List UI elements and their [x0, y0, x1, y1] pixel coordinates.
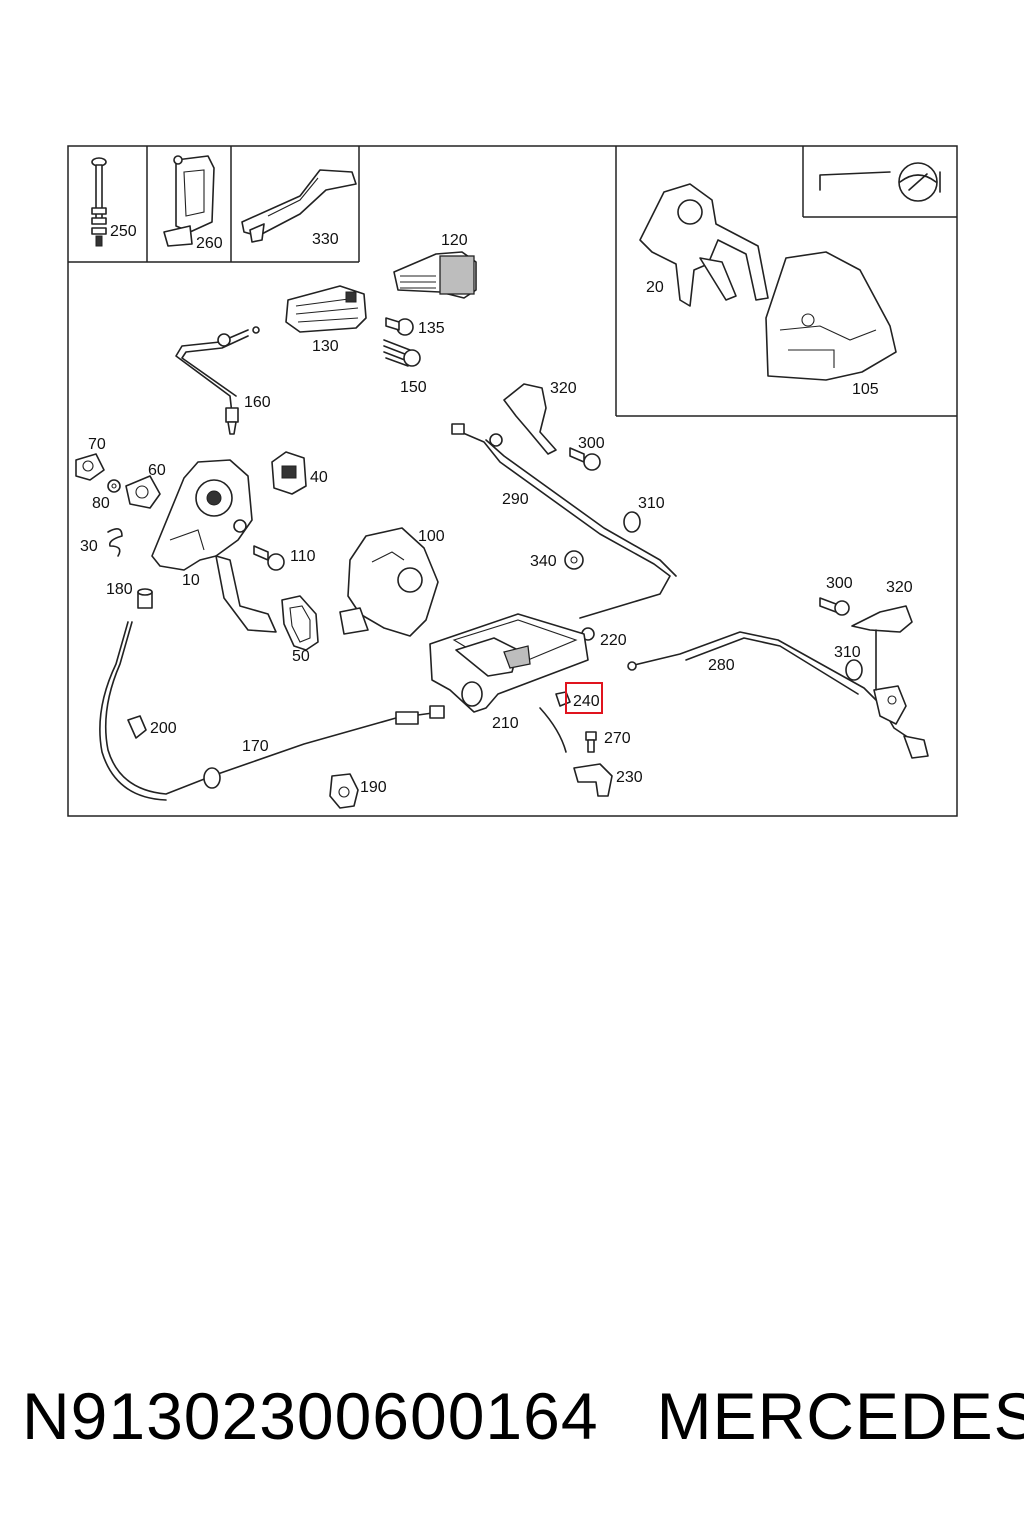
callout-100: 100: [418, 528, 445, 545]
callout-30: 30: [80, 538, 98, 555]
callout-310-right: 310: [834, 644, 861, 661]
callout-200: 200: [150, 720, 177, 737]
callout-180: 180: [106, 581, 133, 598]
callout-170: 170: [242, 738, 269, 755]
callout-80: 80: [92, 495, 110, 512]
part-150-spring-bolt: [383, 339, 421, 367]
callout-240: 240: [573, 693, 600, 710]
part-190-holder: [329, 773, 359, 809]
callout-130: 130: [312, 338, 339, 355]
part-200-clip: [127, 715, 147, 739]
callout-60: 60: [148, 462, 166, 479]
callout-300-top: 300: [578, 435, 605, 452]
part-40-mount: [271, 451, 307, 495]
part-260-bracket: [163, 155, 215, 247]
part-70-clip: [75, 453, 105, 481]
part-300-bolt-top: [569, 447, 601, 471]
callout-10: 10: [182, 572, 200, 589]
callout-310-top: 310: [638, 495, 665, 512]
part-80-washer: [107, 479, 121, 493]
callout-220: 220: [600, 632, 627, 649]
callout-300-right: 300: [826, 575, 853, 592]
callout-320-right: 320: [886, 579, 913, 596]
part-290-cable: [451, 423, 677, 619]
part-100-housing: [339, 527, 439, 637]
part-50-pad: [281, 595, 319, 651]
steering-wheel-icon: [819, 162, 941, 202]
part-10-pedal: [151, 459, 277, 633]
callout-105: 105: [852, 381, 879, 398]
part-160-rod: [175, 326, 260, 435]
callout-260: 260: [196, 235, 223, 252]
callout-150: 150: [400, 379, 427, 396]
callout-70: 70: [88, 436, 106, 453]
part-320-bracket-right: [851, 605, 913, 691]
part-135-screw: [385, 317, 414, 336]
part-number: N91302300600164: [22, 1379, 599, 1453]
part-180-cap: [137, 588, 153, 609]
part-130-switch: [285, 285, 367, 333]
part-60-bushing: [125, 475, 161, 509]
part-270-pin: [585, 731, 597, 753]
part-230-clip: [573, 763, 613, 797]
callout-270: 270: [604, 730, 631, 747]
part-170-cable: [99, 621, 445, 801]
diagram-frames: [67, 145, 958, 817]
callout-190: 190: [360, 779, 387, 796]
part-310-bushing-right: [845, 659, 863, 681]
callout-20: 20: [646, 279, 664, 296]
callout-160: 160: [244, 394, 271, 411]
footer-caption: N91302300600164 MERCEDES: [22, 1378, 1024, 1454]
callout-250: 250: [110, 223, 137, 240]
callout-320-top: 320: [550, 380, 577, 397]
callout-110: 110: [290, 548, 316, 565]
part-300-bolt-right: [819, 597, 850, 616]
callout-290: 290: [502, 491, 529, 508]
callout-340: 340: [530, 553, 557, 570]
callout-40: 40: [310, 469, 328, 486]
callout-labels: 250 260 330 120 130 135 150 160 70 60 80…: [80, 223, 913, 796]
highlight-box-240: [565, 682, 603, 714]
callout-135: 135: [418, 320, 445, 337]
part-310-bushing-top: [623, 511, 641, 533]
callout-120: 120: [441, 232, 468, 249]
part-340-nut: [564, 550, 584, 570]
callout-230: 230: [616, 769, 643, 786]
part-250-bolt: [91, 157, 107, 247]
part-30-spring: [107, 528, 123, 557]
part-280-cable: [627, 631, 929, 759]
part-320-bracket-top: [503, 383, 557, 455]
brand-name: MERCEDES: [656, 1379, 1024, 1453]
part-120-sensor: [393, 251, 477, 299]
part-105-bracket: [765, 251, 897, 381]
callout-50: 50: [292, 648, 310, 665]
callout-330: 330: [312, 231, 339, 248]
callout-210: 210: [492, 715, 519, 732]
part-210-lever-base: [429, 613, 589, 713]
part-20-pedal-assembly: [639, 183, 769, 307]
part-110-bolt: [253, 545, 285, 571]
part-330-lever-bracket: [241, 169, 357, 243]
callout-280: 280: [708, 657, 735, 674]
